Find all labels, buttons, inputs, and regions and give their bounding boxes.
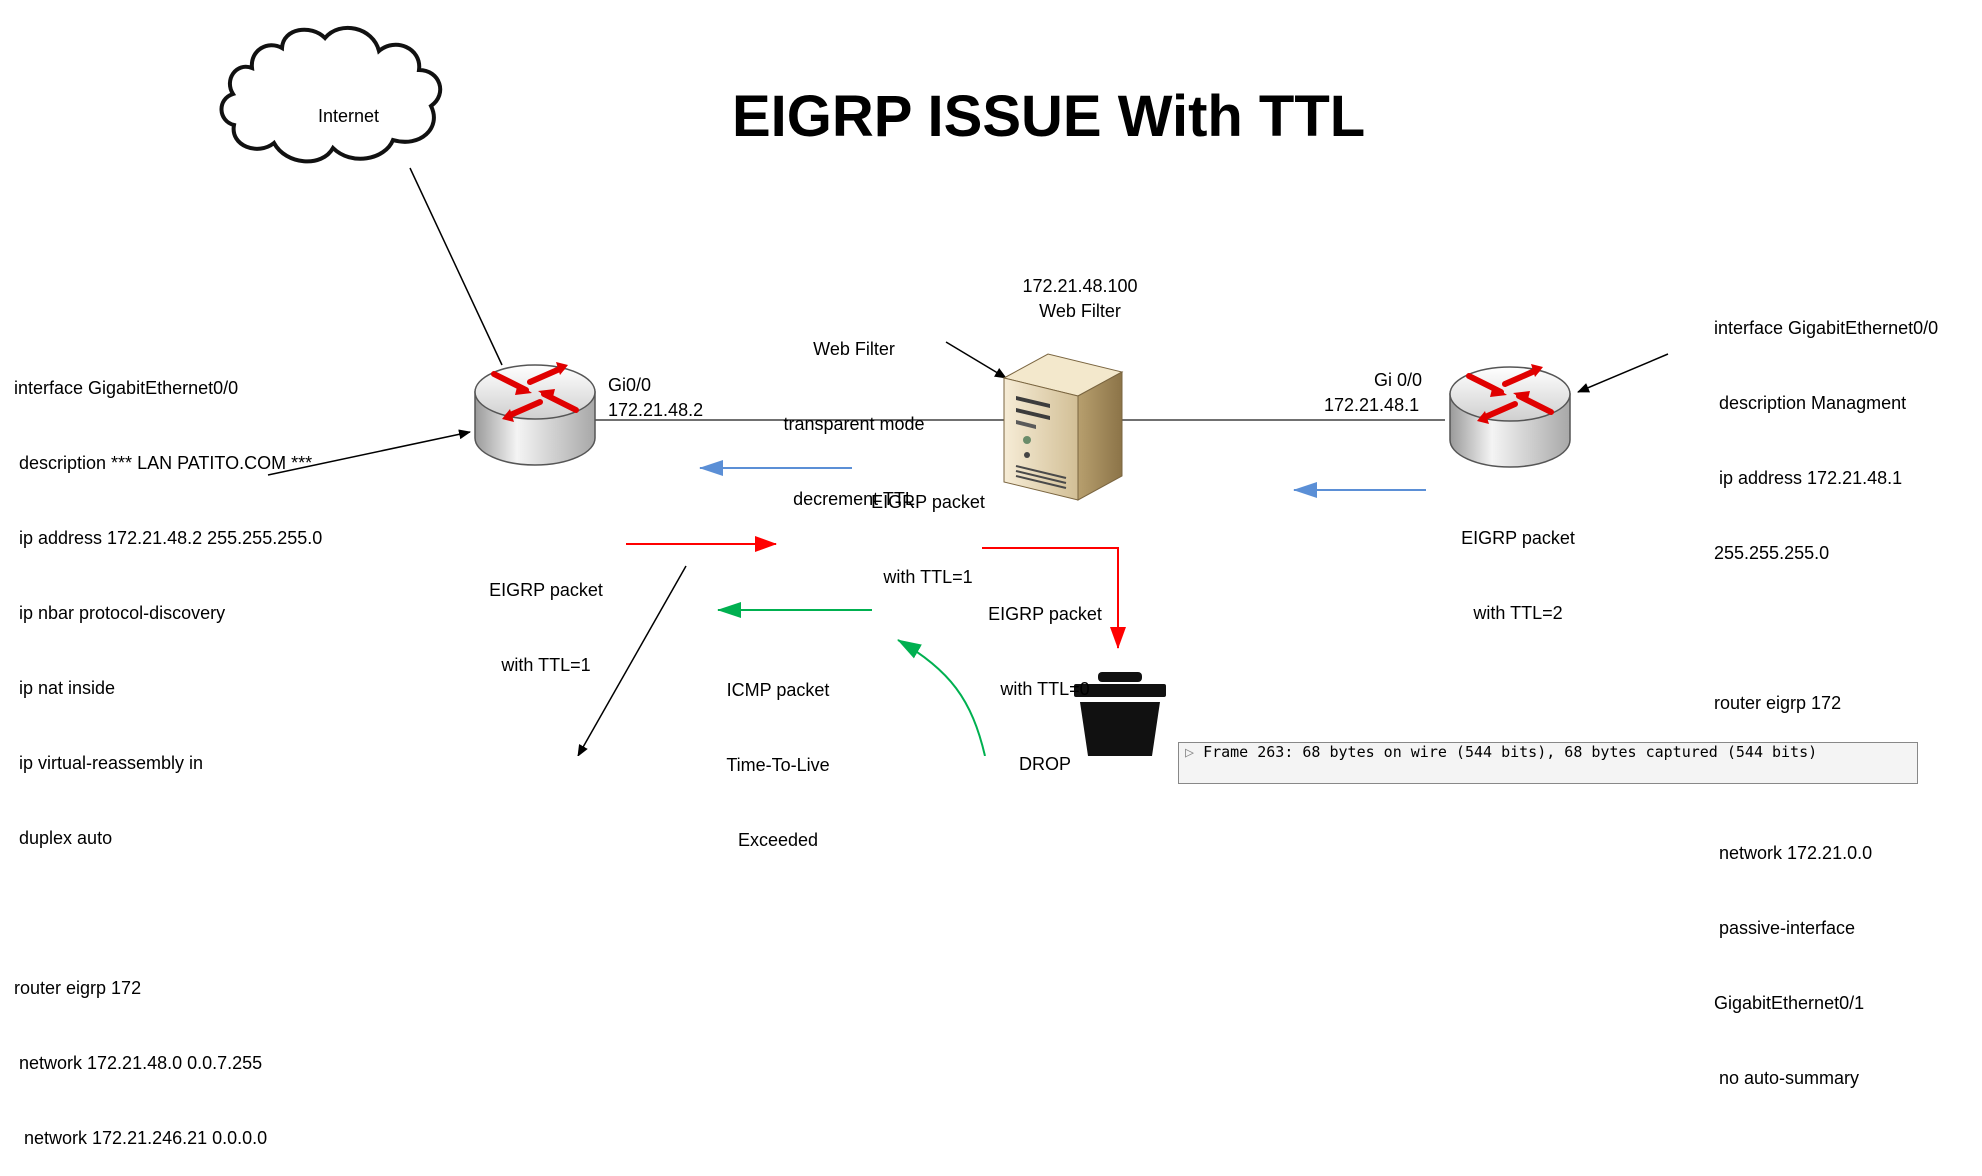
config-line: interface GigabitEthernet0/0 (1714, 318, 1939, 338)
config-line: no auto-summary (1714, 1068, 1860, 1088)
config-line: 255.255.255.0 (1714, 543, 1830, 563)
left-interface-label: Gi0/0 (608, 375, 652, 395)
internet-link (409, 167, 503, 366)
diagram-title: EIGRP ISSUE With TTL (732, 84, 1366, 149)
green-curve-icmp (897, 639, 986, 756)
right-interface-label: Gi 0/0 (1374, 370, 1423, 390)
config-line (1714, 616, 1938, 641)
left-router-config: interface GigabitEthernet0/0 description… (14, 326, 322, 1176)
config-line: network 172.21.246.21 0.0.0.0 (14, 1128, 268, 1148)
right-router-icon (1450, 364, 1570, 467)
config-line: GigabitEthernet0/1 (1714, 993, 1865, 1013)
config-line: ip nbar protocol-discovery (14, 603, 226, 623)
config-line: description Managment (1714, 393, 1907, 413)
config-line: ip virtual-reassembly in (14, 753, 204, 773)
config-line: network 172.21.48.0 0.0.7.255 (14, 1053, 263, 1073)
config-line: description *** LAN PATITO.COM *** (14, 453, 313, 473)
packet-label-ttl1-mid: EIGRP packet with TTL=1 (871, 492, 985, 587)
capture-row[interactable]: ▷ Frame 263: 68 bytes on wire (544 bits)… (1185, 743, 1818, 761)
right-router-config: interface GigabitEthernet0/0 description… (1714, 266, 1938, 1116)
downward-pointer (577, 565, 687, 756)
web-filter-name: Web Filter (1039, 301, 1121, 321)
packet-label-icmp: ICMP packet Time-To-Live Exceeded (726, 680, 830, 850)
packet-label-ttl1-left: EIGRP packet with TTL=1 (489, 580, 603, 675)
web-filter-ip: 172.21.48.100 (1022, 276, 1138, 296)
left-ip-label: 172.21.48.2 (608, 400, 704, 420)
config-line: ip nat inside (14, 678, 116, 698)
config-line: duplex auto (14, 828, 113, 848)
expand-triangle-icon[interactable]: ▷ (1185, 743, 1204, 761)
config-line: interface GigabitEthernet0/0 (14, 378, 239, 398)
internet-cloud-icon (219, 25, 443, 164)
config-line (14, 901, 322, 926)
packet-label-ttl2: EIGRP packet with TTL=2 (1461, 528, 1575, 623)
config-line: ip address 172.21.48.1 (1714, 468, 1903, 488)
web-filter-server-icon (1002, 353, 1124, 501)
left-router-icon (475, 362, 595, 465)
left-config-pointer (267, 429, 471, 476)
config-line: router eigrp 172 (14, 978, 142, 998)
packet-capture-pane: ▷ Frame 263: 68 bytes on wire (544 bits)… (1178, 742, 1918, 784)
webfilter-note-pointer (945, 341, 1007, 379)
config-line: passive-interface (1714, 918, 1856, 938)
web-filter-note: Web Filter transparent mode decrement TT… (783, 339, 925, 509)
config-line: network 172.21.0.0 (1714, 843, 1873, 863)
config-line: ip address 172.21.48.2 255.255.255.0 (14, 528, 323, 548)
red-arrow-drop (982, 547, 1126, 649)
trash-bin-icon (1074, 672, 1166, 756)
right-ip-label: 172.21.48.1 (1324, 395, 1420, 415)
right-config-pointer (1577, 353, 1669, 393)
network-diagram (219, 25, 1669, 756)
internet-label: Internet (318, 106, 380, 126)
packet-label-ttl0: EIGRP packet with TTL=0 DROP (988, 604, 1102, 774)
config-line: router eigrp 172 (1714, 693, 1842, 713)
